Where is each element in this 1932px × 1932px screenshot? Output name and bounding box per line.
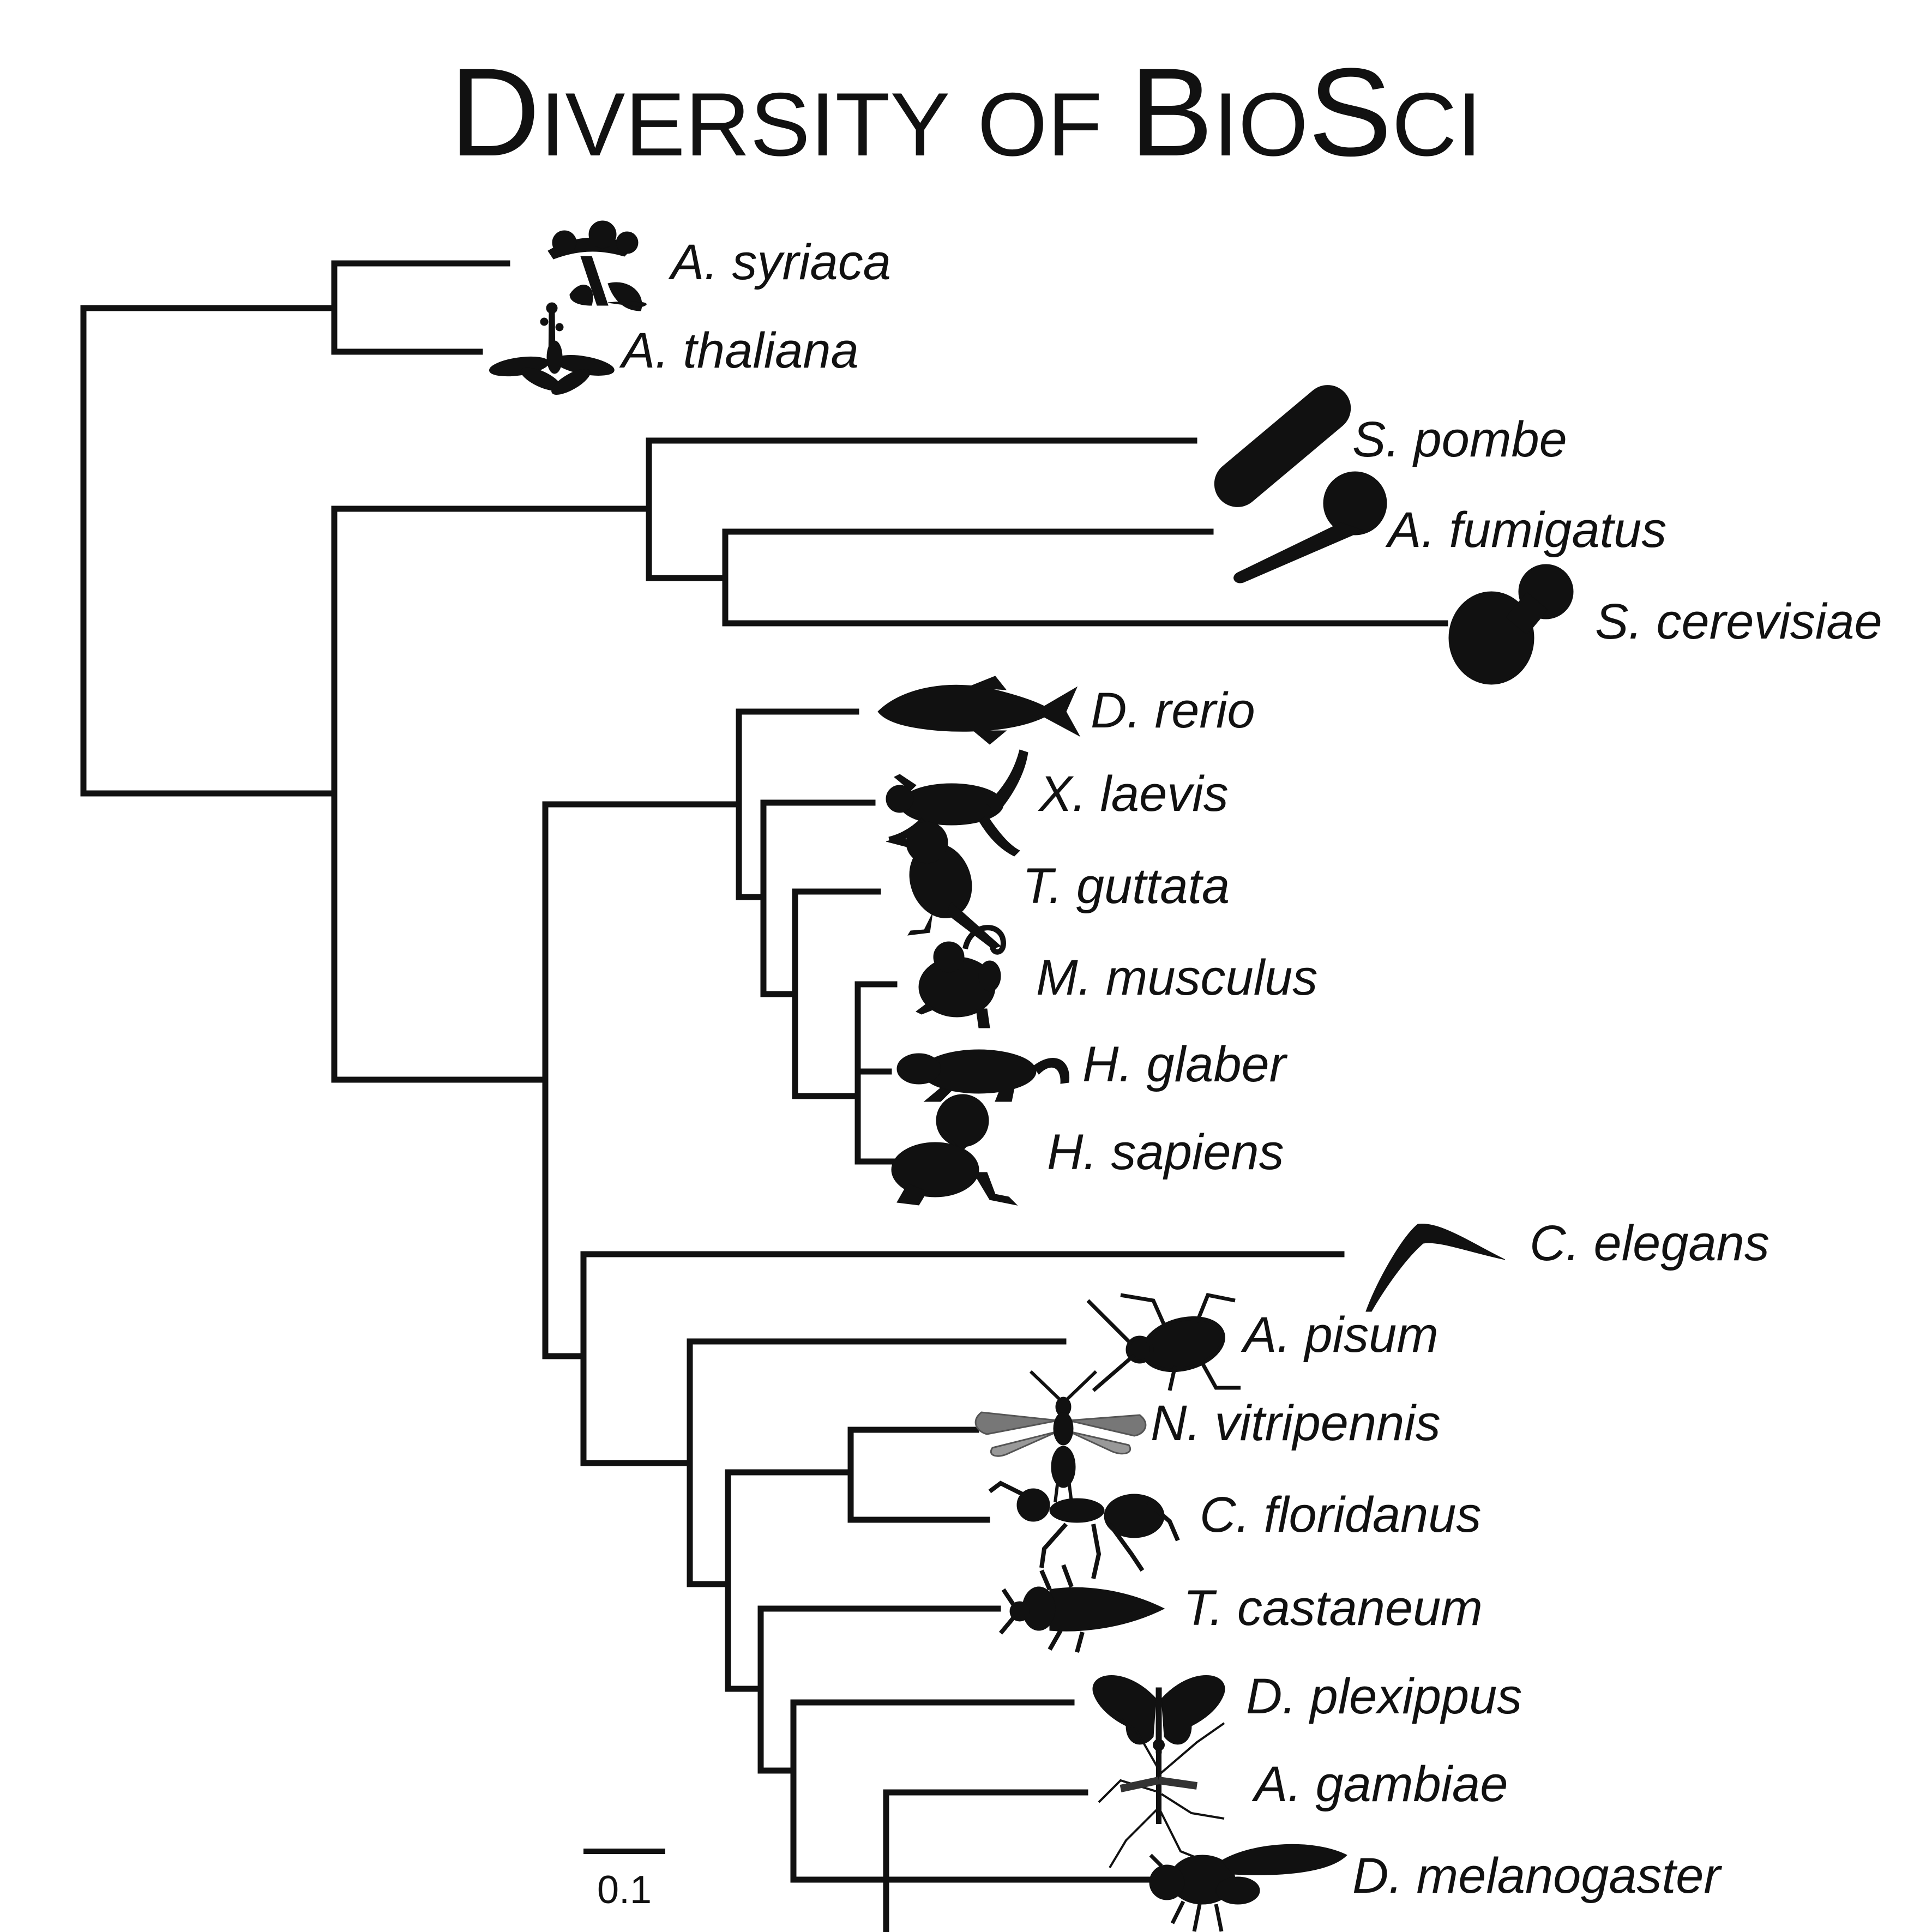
scale-bar: 0.1 — [583, 1849, 665, 1912]
taxon-label: N. vitripennis — [1151, 1395, 1441, 1451]
taxon-label: A. gambiae — [1251, 1756, 1508, 1812]
taxon-label: X. laevis — [1038, 766, 1229, 822]
taxon-label: T. castaneum — [1183, 1580, 1483, 1636]
taxon-label: D. rerio — [1091, 683, 1255, 738]
taxon-label: A. thaliana — [619, 323, 859, 378]
mouse-icon — [916, 925, 1007, 1028]
taxon-label: D. melanogaster — [1352, 1848, 1722, 1904]
zebrafish-icon — [877, 676, 1081, 745]
milkweed-icon — [547, 220, 647, 311]
beetle-icon — [998, 1564, 1165, 1653]
taxon-label: C. floridanus — [1200, 1487, 1481, 1543]
mole-rat-icon — [896, 1049, 1070, 1102]
taxon-label: S. pombe — [1352, 412, 1567, 467]
budding-yeast-icon — [1448, 564, 1574, 685]
wasp-icon — [974, 1370, 1147, 1503]
aspergillus-icon — [1233, 471, 1387, 583]
taxon-label: D. plexippus — [1246, 1669, 1522, 1724]
branch-diptera-fix — [883, 1792, 1161, 1883]
finch-icon — [886, 821, 1001, 949]
arabidopsis-icon — [489, 302, 615, 395]
taxon-label: S. cerevisiae — [1595, 594, 1882, 649]
taxon-label: A. fumigatus — [1385, 502, 1666, 558]
baby-icon — [891, 1094, 1018, 1206]
fission-yeast-icon — [1214, 385, 1351, 507]
taxon-label: T. guttata — [1022, 858, 1230, 914]
taxon-label: H. sapiens — [1047, 1124, 1284, 1180]
frog-icon — [886, 749, 1028, 857]
taxon-label: M. musculus — [1036, 950, 1317, 1006]
aphid-icon — [1086, 1292, 1241, 1392]
fruit-fly-icon — [1149, 1844, 1347, 1932]
silhouettes — [489, 220, 1574, 1932]
worm-icon — [1365, 1224, 1506, 1312]
scale-bar-label: 0.1 — [597, 1868, 652, 1912]
mosquito-icon — [1098, 1711, 1225, 1869]
ant-icon — [988, 1480, 1180, 1579]
taxon-label: C. elegans — [1530, 1215, 1770, 1271]
taxon-label: A. syriaca — [668, 234, 891, 290]
species-labels: A. syriaca A. thaliana S. pombe A. fumig… — [619, 234, 1882, 1904]
butterfly-icon — [1092, 1675, 1225, 1754]
tree-branches — [80, 260, 1448, 1932]
taxon-label: H. glaber — [1082, 1037, 1288, 1092]
taxon-label: A. pisum — [1241, 1307, 1439, 1363]
